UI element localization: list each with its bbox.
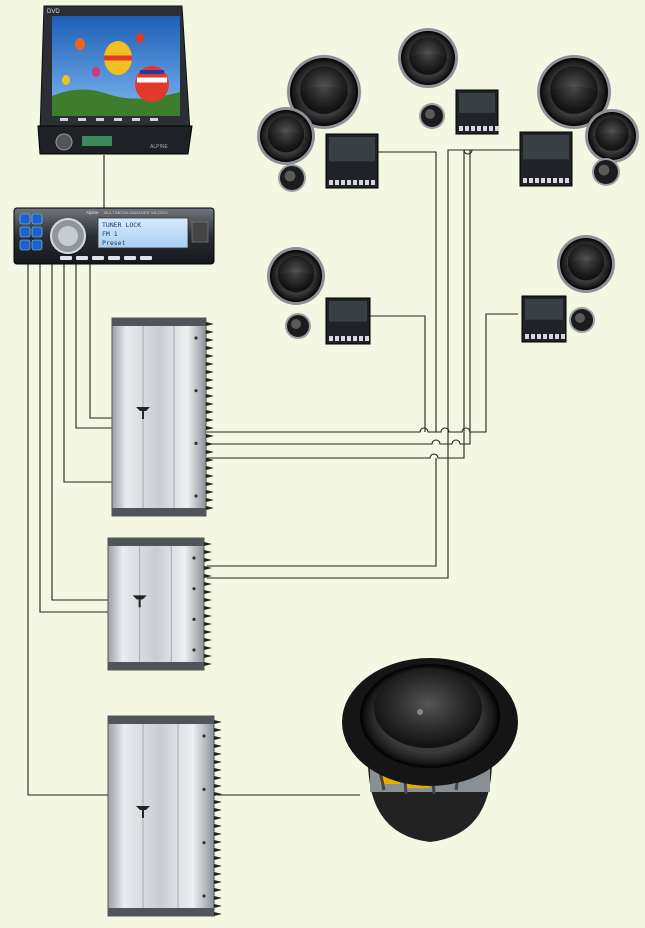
speakers bbox=[257, 28, 639, 345]
speaker-set-rear-left bbox=[267, 247, 371, 345]
head-unit-display bbox=[97, 217, 189, 249]
crossover bbox=[325, 297, 371, 345]
wire-amp1-out-1 bbox=[207, 313, 518, 433]
tweeter bbox=[285, 313, 311, 339]
woofer bbox=[398, 28, 458, 88]
head-unit-brand: Alpine bbox=[86, 210, 99, 215]
wire-rca-2 bbox=[75, 262, 113, 429]
tweeter bbox=[592, 158, 620, 186]
wire-amp2-out-2 bbox=[207, 149, 470, 579]
wire-rca-6 bbox=[27, 262, 110, 796]
head-unit: TUNER LOCK FM 1 Preset Alpine MULTIMEDIA… bbox=[13, 207, 215, 265]
tweeter bbox=[419, 103, 445, 129]
wire-rca-5 bbox=[39, 262, 110, 613]
wire-front-left bbox=[378, 151, 437, 432]
speaker-set-front-left bbox=[257, 55, 379, 192]
wire-amp2-out-1 bbox=[207, 458, 437, 567]
subwoofer bbox=[342, 658, 518, 842]
speaker-set-front-right bbox=[519, 55, 639, 187]
wire-amp1-out-2 bbox=[207, 149, 520, 445]
head-unit-button bbox=[31, 239, 43, 251]
display-line-1: TUNER LOCK bbox=[102, 221, 141, 229]
wire-rca-4 bbox=[51, 262, 110, 601]
jl-logo-icon bbox=[132, 595, 147, 608]
head-unit-button bbox=[31, 213, 43, 225]
amplifiers bbox=[107, 317, 222, 917]
jl-logo-icon bbox=[136, 407, 151, 420]
speaker-set-front-center bbox=[398, 28, 499, 135]
head-unit-button bbox=[19, 226, 31, 238]
tweeter bbox=[278, 164, 306, 192]
wiring bbox=[27, 149, 520, 796]
amplifier-3 bbox=[107, 715, 222, 917]
monitor-badge: DVD bbox=[47, 9, 60, 15]
amplifier-2 bbox=[107, 537, 212, 671]
woofer bbox=[287, 55, 361, 129]
monitor-panel-label: ALPINE bbox=[150, 144, 168, 150]
display-line-3: Preset bbox=[102, 239, 126, 247]
head-unit-button bbox=[19, 213, 31, 225]
wire-amp1-out-3 bbox=[207, 149, 473, 459]
crossover bbox=[455, 89, 499, 135]
wire-rca-3 bbox=[63, 262, 113, 483]
in-dash-monitor: DVD ALPINE bbox=[37, 5, 193, 155]
woofer bbox=[585, 109, 639, 163]
woofer bbox=[557, 235, 615, 293]
jl-logo-icon bbox=[135, 806, 150, 818]
display-line-2: FM 1 bbox=[102, 230, 118, 238]
woofer bbox=[257, 107, 315, 165]
amplifier-1 bbox=[111, 317, 214, 517]
wire-rear-left bbox=[370, 315, 426, 432]
head-unit-button bbox=[19, 239, 31, 251]
speaker-set-rear-right bbox=[521, 235, 615, 343]
crossover bbox=[519, 131, 573, 187]
crossover bbox=[521, 295, 567, 343]
subwoofer-cone bbox=[374, 668, 482, 748]
crossover bbox=[325, 133, 379, 189]
woofer bbox=[267, 247, 325, 305]
head-unit-model: MULTIMEDIA MANAGER IVA-D310 bbox=[104, 210, 168, 215]
head-unit-button bbox=[31, 226, 43, 238]
monitor-display-strip bbox=[82, 136, 112, 146]
woofer bbox=[537, 55, 611, 129]
tweeter bbox=[569, 307, 595, 333]
monitor-knob bbox=[55, 133, 73, 151]
wire-rca-1 bbox=[89, 262, 113, 419]
